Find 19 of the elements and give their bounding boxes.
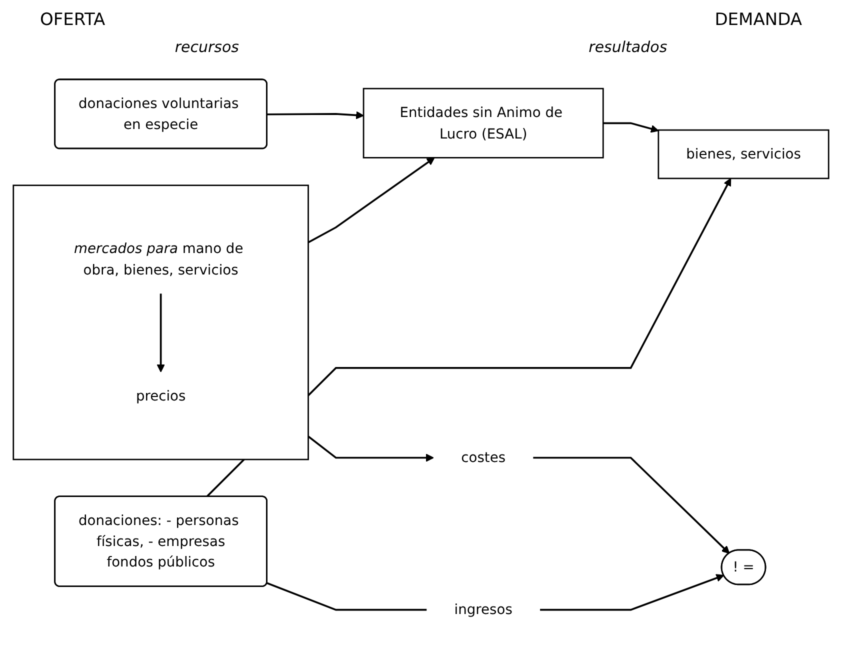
cluster	[12, 184, 309, 460]
arrow	[540, 574, 724, 612]
arrow	[156, 294, 165, 373]
connector	[266, 582, 427, 612]
arrow	[308, 436, 434, 462]
node-text: precios	[136, 388, 186, 405]
column-heading: OFERTA	[40, 10, 106, 32]
annotation-text: resultados	[588, 38, 668, 58]
node-box: bienes, servicios	[658, 130, 830, 180]
node-text: mercados para mano de obra, bienes, servicios	[74, 240, 244, 278]
arrow	[533, 457, 730, 554]
arrow	[603, 122, 659, 134]
arrow	[308, 158, 435, 244]
node-text: ingresos	[454, 602, 512, 618]
node-box: Entidades sin Animo de Lucro (ESAL)	[362, 88, 604, 159]
node-text: costes	[461, 450, 506, 466]
annotation-text: recursos	[174, 38, 239, 58]
arrow	[267, 111, 364, 120]
column-heading: DEMANDA	[714, 10, 802, 32]
